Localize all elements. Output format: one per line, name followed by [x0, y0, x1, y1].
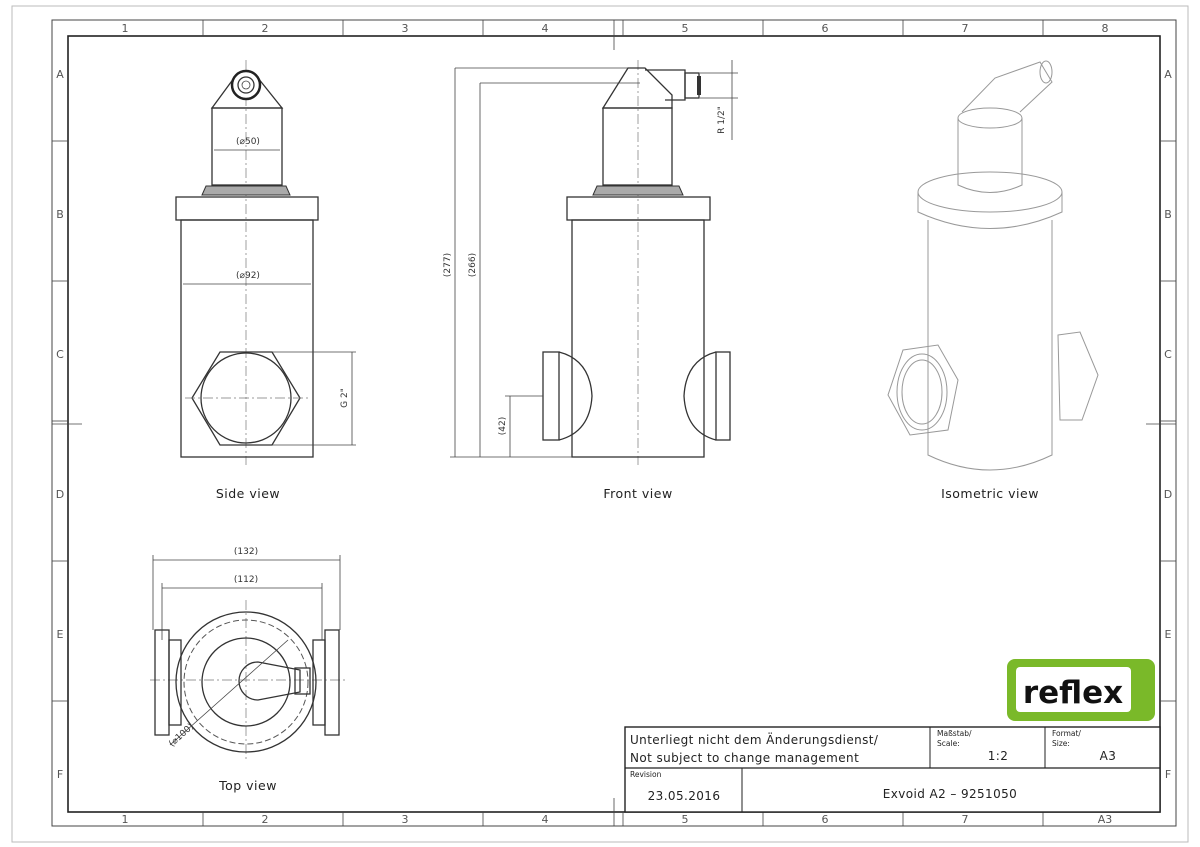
format-label: Format/	[1052, 729, 1081, 738]
col-label-bottom: 6	[822, 813, 829, 826]
col-label-bottom: 5	[682, 813, 689, 826]
reflex-logo: reflex	[1007, 659, 1155, 721]
page-border	[11, 5, 1189, 843]
note-line-2: Not subject to change management	[630, 751, 859, 765]
dim-label: (132)	[234, 547, 258, 557]
row-label-right: D	[1164, 488, 1172, 501]
col-label-top: 7	[962, 22, 969, 35]
isometric-view: Isometric view	[887, 60, 1099, 501]
view-label: Front view	[603, 486, 672, 501]
col-label-bottom: 4	[542, 813, 549, 826]
row-label-right: A	[1164, 68, 1172, 81]
dim-label: (266)	[468, 253, 478, 277]
title-block: Unterliegt nicht dem Änderungsdienst/ No…	[624, 726, 1161, 813]
row-label-left: F	[57, 768, 63, 781]
dim-label: (⌀50)	[236, 137, 260, 147]
dim-label: (⌀92)	[236, 271, 260, 281]
dim-label: G 2"	[340, 388, 350, 408]
row-label-right: C	[1164, 348, 1172, 361]
col-label-bottom: 7	[962, 813, 969, 826]
grid-marks	[52, 20, 1176, 826]
top-view: (⌀100) (132) (112) Top view	[150, 547, 345, 793]
col-label-bottom: 3	[402, 813, 409, 826]
front-view: (277) (266) (42) R 1/2" Front view	[443, 60, 738, 501]
dim-label: (⌀100)	[167, 722, 196, 749]
col-label-top: 3	[402, 22, 409, 35]
view-label: Isometric view	[941, 486, 1039, 501]
revision-date: 23.05.2016	[648, 789, 721, 803]
row-label-right: F	[1165, 768, 1171, 781]
vent-cap-icon	[230, 69, 262, 101]
col-label-bottom: 1	[122, 813, 129, 826]
col-label-top: 6	[822, 22, 829, 35]
view-label: Top view	[218, 778, 277, 793]
scale-value: 1:2	[988, 749, 1009, 763]
row-label-left: D	[56, 488, 64, 501]
col-label-top: 4	[542, 22, 549, 35]
col-label-top: 1	[122, 22, 129, 35]
row-label-left: C	[56, 348, 64, 361]
row-label-right: E	[1165, 628, 1172, 641]
col-label-bottom: 2	[262, 813, 269, 826]
row-label-left: E	[57, 628, 64, 641]
drawing-title: Exvoid A2 – 9251050	[883, 787, 1017, 801]
format-value: A3	[1100, 749, 1117, 763]
note-line-1: Unterliegt nicht dem Änderungsdienst/	[630, 732, 879, 747]
row-label-right: B	[1164, 208, 1172, 221]
grid-labels: 1 2 3 4 5 6 7 8 1 2 3 4 5 6 7 A3 A B C D…	[56, 22, 1172, 826]
row-label-left: A	[56, 68, 64, 81]
col-label-top: 2	[262, 22, 269, 35]
inner-frame	[67, 35, 1161, 813]
view-label: Side view	[216, 486, 280, 501]
col-label-bottom: A3	[1098, 813, 1113, 826]
row-label-left: B	[56, 208, 64, 221]
revision-label: Revision	[630, 770, 662, 779]
dim-label: R 1/2"	[717, 106, 727, 134]
dim-label: (42)	[498, 417, 508, 435]
scale-label: Scale:	[937, 739, 960, 748]
side-view: (⌀50) (⌀92) G 2" Side view	[175, 60, 356, 501]
col-label-top: 5	[682, 22, 689, 35]
col-label-top: 8	[1102, 22, 1109, 35]
dim-label: (112)	[234, 575, 258, 585]
scale-label: Maßstab/	[937, 729, 972, 738]
format-label: Size:	[1052, 739, 1070, 748]
logo-text: reflex	[1023, 675, 1123, 711]
dim-label: (277)	[443, 253, 453, 277]
